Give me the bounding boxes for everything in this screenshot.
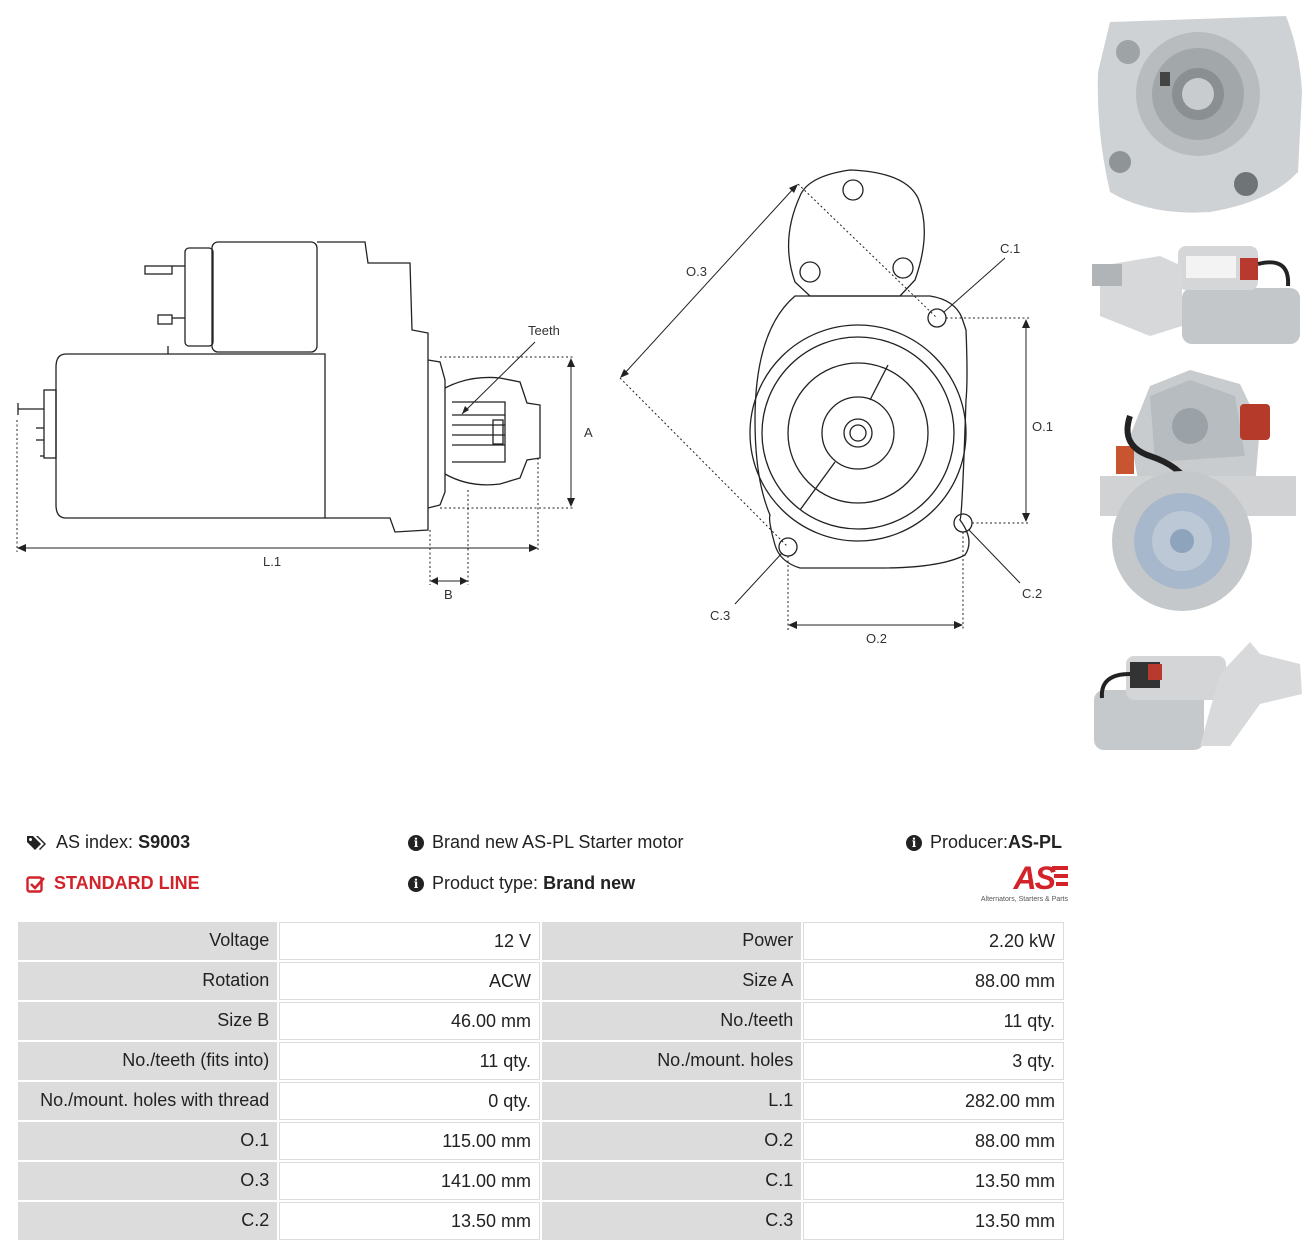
spec-value: 2.20 kW [803,922,1064,960]
spec-label: Size B [18,1002,278,1040]
spec-value: 115.00 mm [279,1122,540,1160]
info-icon: i [906,834,922,851]
producer-value: AS-PL [1008,832,1063,852]
spec-label: C.2 [18,1202,278,1240]
spec-label: Rotation [18,962,278,1000]
as-index-value: S9003 [138,832,191,852]
spec-label: Power [541,922,802,960]
spec-label: No./teeth [541,1002,802,1040]
producer-label: Producer: [930,832,1009,852]
spec-value: 282.00 mm [803,1082,1064,1120]
spec-value: 11 qty. [279,1042,540,1080]
spec-label: O.1 [18,1122,278,1160]
spec-value: 3 qty. [803,1042,1064,1080]
spec-value: 11 qty. [803,1002,1064,1040]
product-type: i Product type: Brand new [408,873,635,894]
checkbox-checked-icon [26,875,45,893]
tags-icon [27,835,46,850]
c2-label: C.2 [1022,586,1042,601]
description-text: Brand new AS-PL Starter motor [432,832,684,852]
spec-value: 12 V [279,922,540,960]
o3-label: O.3 [686,264,707,279]
spec-value: 141.00 mm [279,1162,540,1200]
spec-label: Voltage [18,922,278,960]
rear-view-photo-image [1100,370,1296,611]
spec-label: C.3 [541,1202,802,1240]
spec-label: L.1 [541,1082,802,1120]
as-index-label: AS index: [56,832,134,852]
spec-value: 46.00 mm [279,1002,540,1040]
as-index: AS index: S9003 [26,832,190,853]
c3-label: C.3 [710,608,730,623]
spec-label: No./mount. holes [541,1042,802,1080]
c1-label: C.1 [1000,241,1020,256]
logo-text: AS [1013,860,1056,896]
spec-label: No./teeth (fits into) [18,1042,278,1080]
top-view-photo[interactable] [1090,634,1306,756]
producer: i Producer: AS-PL [906,832,1062,853]
o1-label: O.1 [1032,419,1053,434]
rear-view-photo[interactable] [1090,366,1306,616]
product-line: STANDARD LINE [26,873,200,894]
technical-drawing: Teeth A L.1 B [16,169,1053,646]
product-description: i Brand new AS-PL Starter motor [408,832,683,853]
top-view-photo-image [1094,642,1302,750]
spec-row: No./teeth (fits into)11 qty.No./mount. h… [18,1042,1064,1080]
spec-value: 13.50 mm [279,1202,540,1240]
front-view-photo[interactable] [1090,12,1306,220]
spec-value: 13.50 mm [803,1202,1064,1240]
logo-subtext: Alternators, Starters & Parts [980,896,1068,903]
spec-value: 88.00 mm [803,962,1064,1000]
teeth-label: Teeth [528,323,560,338]
size-b-label: B [444,587,453,602]
spec-label: C.1 [541,1162,802,1200]
spec-label: O.2 [541,1122,802,1160]
as-pl-logo: AS Alternators, Starters & Parts [964,860,1068,908]
front-view-drawing: O.3 O.1 O.2 C.1 C.2 C.3 [619,169,1053,646]
product-type-label: Product type: [432,873,539,893]
l1-label: L.1 [263,554,281,569]
info-icon: i [408,875,424,892]
o2-label: O.2 [866,631,887,646]
front-view-photo-image [1097,16,1302,213]
spec-value: 88.00 mm [803,1122,1064,1160]
product-type-value: Brand new [543,873,636,893]
size-a-label: A [584,425,593,440]
side-view-drawing: Teeth A L.1 B [16,241,593,602]
spec-value: 13.50 mm [803,1162,1064,1200]
spec-label: No./mount. holes with thread [18,1082,278,1120]
standard-line-label: STANDARD LINE [54,873,200,893]
spec-label: Size A [541,962,802,1000]
spec-value: ACW [279,962,540,1000]
spec-label: O.3 [18,1162,278,1200]
side-view-photo-image [1092,246,1300,344]
spec-value: 0 qty. [279,1082,540,1120]
info-icon: i [408,834,424,851]
side-view-photo[interactable] [1090,236,1306,352]
